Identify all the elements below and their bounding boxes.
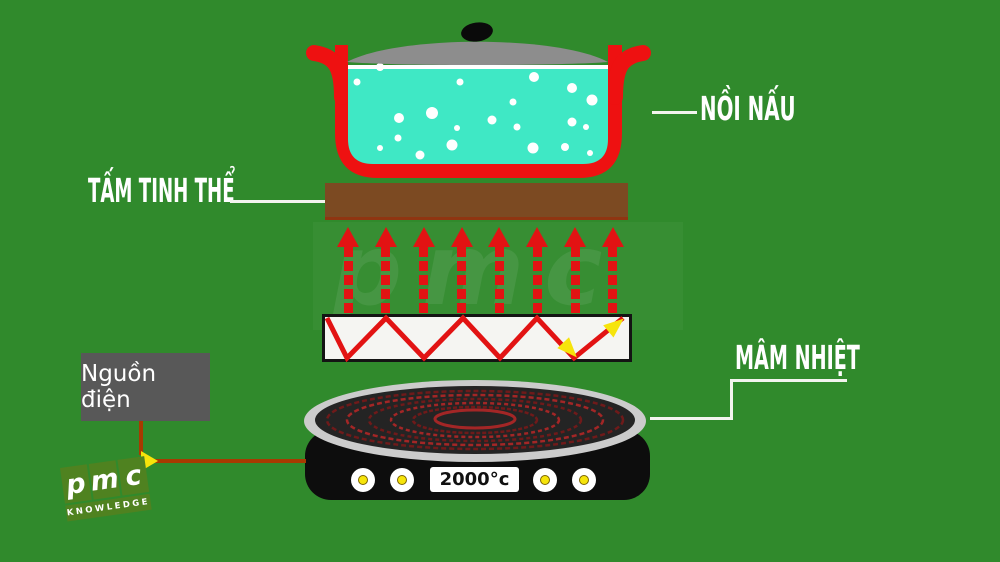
power-source-box: Nguồn điện (81, 353, 210, 421)
pot-handle-right (607, 45, 651, 105)
power-wire-vertical (139, 421, 143, 455)
indicator-light (390, 468, 414, 492)
heat-arrows (337, 227, 624, 313)
cooktop-surface (304, 380, 646, 462)
logo-letter-c: c (123, 459, 144, 493)
ray-arrow-up (603, 318, 624, 338)
indicator-light (572, 468, 596, 492)
logo-letter-m: m (88, 462, 121, 498)
pot-handle-left (306, 45, 350, 105)
logo-letter-p: p (64, 467, 88, 501)
crystal-plate-label-line (230, 200, 326, 203)
indicator-light (533, 468, 557, 492)
heat-arrow (450, 227, 473, 313)
heat-arrow (601, 227, 624, 313)
heat-arrow (526, 227, 549, 313)
crystal-plate-label: TẤM TINH THỂ (88, 171, 235, 210)
heat-arrow (374, 227, 397, 313)
heating-plate-label-line-vertical (730, 379, 733, 420)
water-surface-line (348, 65, 608, 69)
crystal-plate (325, 183, 628, 220)
heat-arrow (412, 227, 435, 313)
logo-square-c: c (117, 456, 150, 496)
pmc-logo: p m c KNOWLEDGE (60, 456, 152, 522)
heating-plate-label: MÂM NHIỆT (735, 338, 860, 377)
power-source-label: Nguồn điện (81, 361, 157, 413)
pot-label: NỒI NẤU (700, 89, 796, 128)
temperature-display: 2000°c (430, 467, 519, 492)
lid-knob (461, 22, 493, 42)
logo-square-m: m (88, 460, 121, 500)
heating-coils (325, 389, 625, 451)
pot-water (348, 66, 608, 164)
cooktop-glass (315, 386, 635, 454)
heating-plate-label-line-bottom (650, 417, 733, 420)
heating-plate-label-line-top (730, 379, 847, 382)
pot-lid (347, 41, 608, 65)
cooking-pot-illustration (306, 22, 651, 178)
indicator-light (351, 468, 375, 492)
heat-arrow (337, 227, 359, 313)
pot-label-line (652, 111, 697, 114)
logo-square-p: p (60, 464, 92, 504)
heat-arrow (564, 227, 587, 313)
ray-arrow-down (557, 337, 577, 358)
power-wire-horizontal (155, 459, 306, 463)
reflector-box-illustration (322, 314, 632, 362)
heat-arrow (488, 227, 511, 313)
steam-bubbles (353, 63, 598, 160)
